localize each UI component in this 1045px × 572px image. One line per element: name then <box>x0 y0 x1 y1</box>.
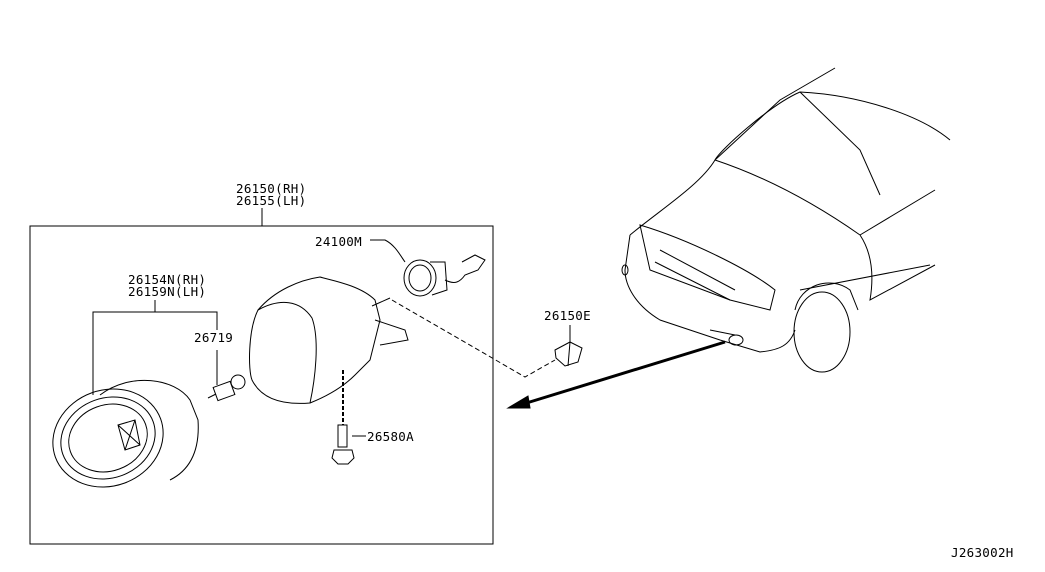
leader-lamp-unit <box>92 311 218 395</box>
connection-line <box>391 299 556 378</box>
label-lamp-unit-lh: 26159N(LH) <box>128 284 207 299</box>
assembly-box <box>29 225 494 545</box>
location-arrow <box>506 340 726 409</box>
label-bulb: 26719 <box>194 330 234 345</box>
label-clip: 26150E <box>544 308 591 323</box>
label-lamp-unit-rh: 26154N(RH) <box>128 272 207 287</box>
vehicle-front <box>621 67 951 373</box>
clip <box>554 341 583 367</box>
leader-socket <box>370 239 406 263</box>
label-socket-harness: 24100M <box>315 234 362 249</box>
label-fog-lamp-lh: 26155(LH) <box>236 193 307 208</box>
lamp-housing <box>249 276 409 404</box>
socket-harness <box>403 254 486 297</box>
label-fog-lamp-rh: 26150(RH) <box>236 181 307 196</box>
fog-lamp-unit <box>52 379 199 488</box>
screw <box>331 424 355 465</box>
label-screw: 26580A <box>367 429 414 444</box>
bulb <box>207 374 246 402</box>
diagram-id: J263002H <box>951 545 1014 560</box>
